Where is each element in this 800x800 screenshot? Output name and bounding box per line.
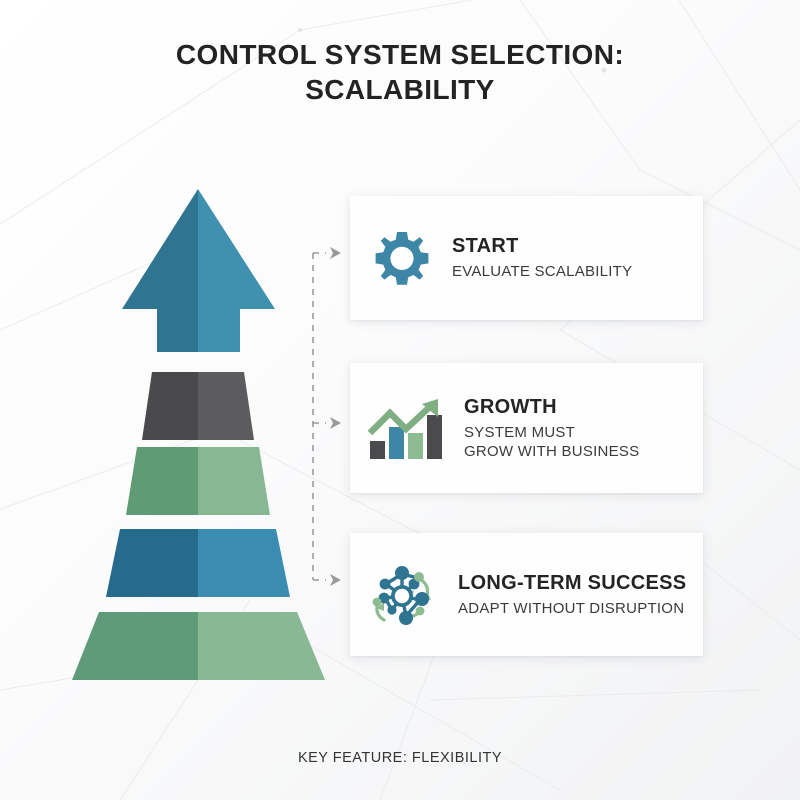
- pyramid-layer-green-mid: [126, 447, 270, 515]
- card-start-subtitle: EVALUATE SCALABILITY: [452, 263, 633, 281]
- network-node: [378, 565, 429, 625]
- bar-1: [370, 441, 385, 459]
- card-start-title: START: [452, 235, 519, 258]
- card-start-text: START EVALUATE SCALABILITY: [440, 234, 703, 281]
- bar-2: [389, 427, 404, 459]
- bar-4: [427, 415, 442, 459]
- growth-bar-chart-icon: [360, 397, 452, 459]
- card-growth[interactable]: GROWTH SYSTEM MUST GROW WITH BUSINESS: [350, 363, 703, 493]
- card-growth-text: GROWTH SYSTEM MUST GROW WITH BUSINESS: [452, 395, 703, 461]
- network-nodes-icon: [362, 558, 448, 632]
- card-growth-title: GROWTH: [464, 395, 557, 418]
- card-growth-subtitle: SYSTEM MUST GROW WITH BUSINESS: [464, 423, 640, 460]
- footer-key-feature: KEY FEATURE: FLEXIBILITY: [297, 750, 503, 766]
- pyramid-layer-green-base: [72, 612, 325, 680]
- pyramid-layer-arrow-head: [122, 189, 275, 352]
- card-start[interactable]: START EVALUATE SCALABILITY: [350, 196, 703, 320]
- card-long-term-success-text: LONG-TERM SUCCESS ADAPT WITHOUT DISRUPTI…: [448, 571, 703, 618]
- connector-arrowheads: [330, 247, 341, 586]
- pyramid-layer-blue: [106, 529, 290, 597]
- bar-3: [408, 433, 423, 459]
- page-title: CONTROL SYSTEM SELECTION: SCALABILITY: [0, 38, 800, 107]
- arrow-head: [422, 399, 438, 417]
- gear-icon: [364, 230, 440, 286]
- page-title-line-2: SCALABILITY: [305, 73, 495, 105]
- page-title-line-1: CONTROL SYSTEM SELECTION:: [175, 39, 625, 70]
- network-node-accent: [372, 571, 425, 615]
- card-long-term-success[interactable]: LONG-TERM SUCCESS ADAPT WITHOUT DISRUPTI…: [350, 533, 703, 656]
- pyramid-layer-dark-gray: [142, 372, 254, 440]
- card-long-term-success-title: LONG-TERM SUCCESS: [458, 571, 687, 594]
- card-long-term-success-subtitle: ADAPT WITHOUT DISRUPTION: [458, 599, 685, 617]
